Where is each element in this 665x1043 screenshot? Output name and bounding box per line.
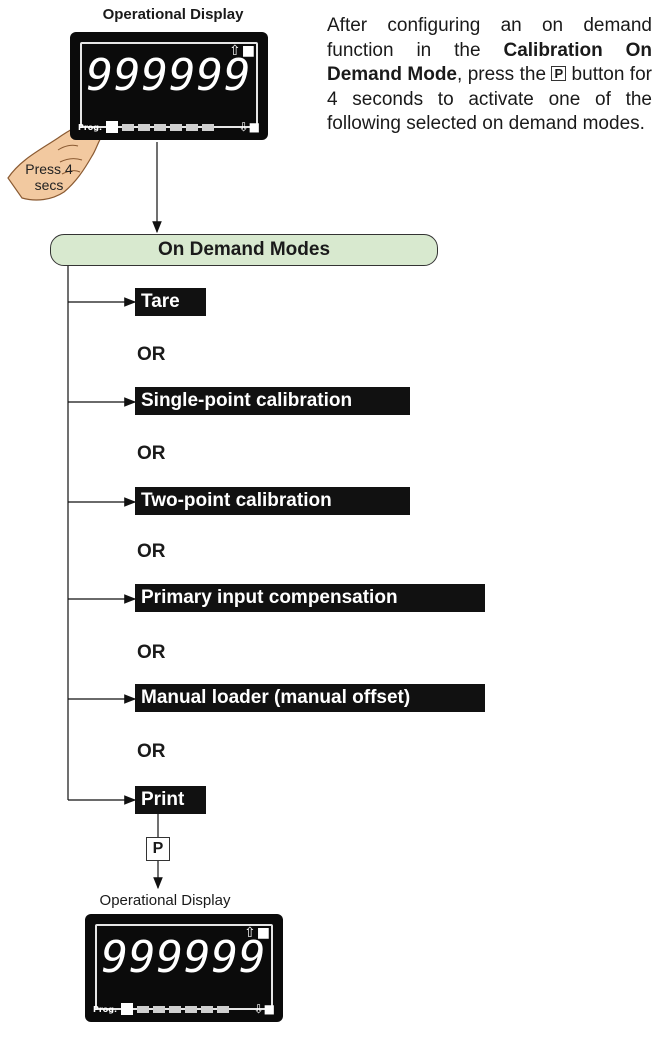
option-tare: Tare [135,288,206,316]
or-label: OR [137,443,166,464]
indicator-bar: Prog. ⇩■ [78,120,260,134]
down-indicator: ⇩■ [238,120,260,134]
option-manual-loader: Manual loader (manual offset) [135,684,485,712]
setpoint-indicator [138,123,151,131]
setpoint-indicator [137,1005,150,1013]
setpoint-indicator [185,1005,198,1013]
setpoint-indicator [201,1005,214,1013]
or-label: OR [137,642,166,663]
prog-button[interactable] [121,1003,134,1015]
bottom-display-title: Operational Display [99,892,231,909]
prog-label: Prog. [78,122,103,132]
or-label: OR [137,344,166,365]
p-key[interactable]: P [146,837,170,861]
setpoint-indicator [186,123,199,131]
intro-text: button for 4 seconds to activate one of … [327,64,652,134]
or-label: OR [137,541,166,562]
up-indicator: ⇧■ [244,925,271,941]
indicator-bar: Prog. ⇩■ [93,1002,275,1016]
on-demand-modes-header: On Demand Modes [50,234,438,266]
intro-bold-mode: Calibration On Demand Mode [327,39,652,86]
intro-text: After configuring an on demand function … [327,15,652,61]
display-window [80,42,258,128]
bottom-operational-display: ⇧■ 999999 Prog. ⇩■ [85,914,283,1022]
press-4-secs-label: Press 4 secs [25,161,73,193]
option-single-point-calibration: Single-point calibration [135,387,410,415]
or-label: OR [137,741,166,762]
prog-button[interactable] [106,121,119,133]
down-indicator: ⇩■ [253,1002,275,1016]
setpoint-indicator [154,123,167,131]
intro-text: , press the [457,64,552,85]
setpoint-indicator [122,123,135,131]
display-digits: 999999 [86,50,252,101]
setpoint-indicator [169,1005,182,1013]
setpoint-indicator [202,123,215,131]
setpoint-indicator [217,1005,230,1013]
top-display-title: Operational Display [102,6,244,23]
intro-paragraph: After configuring an on demand function … [327,14,652,137]
up-indicator: ⇧■ [229,43,256,59]
display-digits: 999999 [101,932,267,983]
top-operational-display: ⇧■ 999999 Prog. ⇩■ [70,32,268,140]
option-primary-input-compensation: Primary input compensation [135,584,485,612]
setpoint-indicator [153,1005,166,1013]
option-two-point-calibration: Two-point calibration [135,487,410,515]
setpoint-indicator [170,123,183,131]
p-key-icon: P [551,66,567,81]
option-print: Print [135,786,206,814]
display-window [95,924,273,1010]
prog-label: Prog. [93,1004,118,1014]
